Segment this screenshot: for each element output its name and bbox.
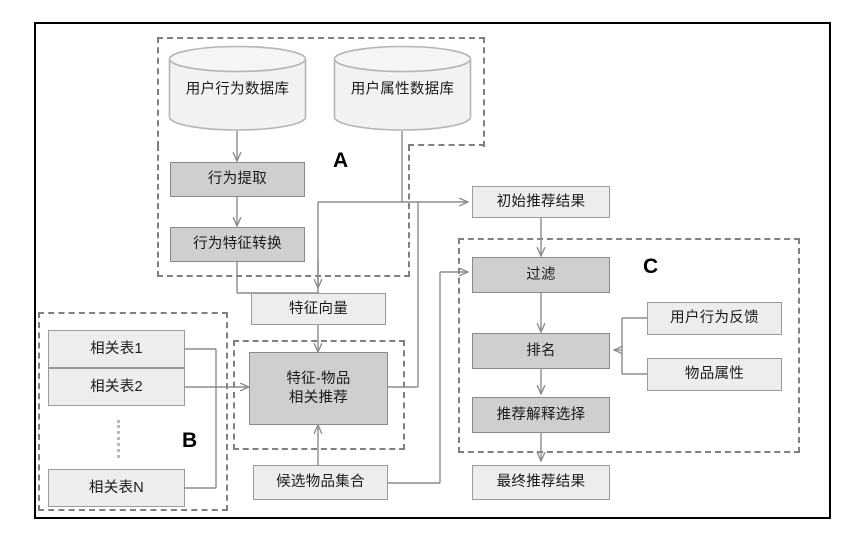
node-feature-item-recommend[interactable]: 特征-物品 相关推荐 xyxy=(249,352,388,425)
cylinder-shape xyxy=(168,45,307,131)
diagram-outer-frame xyxy=(34,22,831,519)
node-user-behavior-feedback[interactable]: 用户行为反馈 xyxy=(647,302,782,335)
node-behavior-feature-transform[interactable]: 行为特征转换 xyxy=(170,227,305,262)
group-b-letter: B xyxy=(182,429,198,452)
group-a-region-top xyxy=(157,37,485,147)
node-feature-item-recommend-line2: 相关推荐 xyxy=(288,389,349,406)
node-feature-item-recommend-line1: 特征-物品 xyxy=(286,371,351,388)
database-user-attribute-label: 用户属性数据库 xyxy=(350,81,455,98)
node-feature-vector[interactable]: 特征向量 xyxy=(251,293,386,325)
node-final-recommend-result[interactable]: 最终推荐结果 xyxy=(472,465,610,500)
node-related-table-n[interactable]: 相关表N xyxy=(48,469,185,507)
group-c-region xyxy=(458,238,800,453)
database-user-behavior: 用户行为数据库 xyxy=(168,45,307,131)
node-related-table-2[interactable]: 相关表2 xyxy=(48,368,185,406)
node-behavior-extract[interactable]: 行为提取 xyxy=(170,162,305,197)
group-a-region-bottom xyxy=(157,145,410,277)
database-user-attribute: 用户属性数据库 xyxy=(333,45,472,131)
node-item-attribute[interactable]: 物品属性 xyxy=(647,358,782,391)
feature-item-recommend-region xyxy=(233,340,405,450)
node-initial-recommend-result[interactable]: 初始推荐结果 xyxy=(472,186,610,218)
cylinder-shape xyxy=(333,45,472,131)
node-related-table-1[interactable]: 相关表1 xyxy=(48,330,185,368)
database-user-behavior-label: 用户行为数据库 xyxy=(185,81,290,98)
related-table-ellipsis xyxy=(117,420,120,458)
group-a-letter: A xyxy=(333,149,349,172)
node-candidate-item-set[interactable]: 候选物品集合 xyxy=(253,465,388,500)
group-b-region xyxy=(38,312,228,511)
node-recommend-explain-select[interactable]: 推荐解释选择 xyxy=(472,397,610,433)
group-a-region-step xyxy=(408,144,485,146)
node-ranking[interactable]: 排名 xyxy=(472,333,610,369)
node-filter[interactable]: 过滤 xyxy=(472,257,610,293)
group-c-letter: C xyxy=(643,255,659,278)
